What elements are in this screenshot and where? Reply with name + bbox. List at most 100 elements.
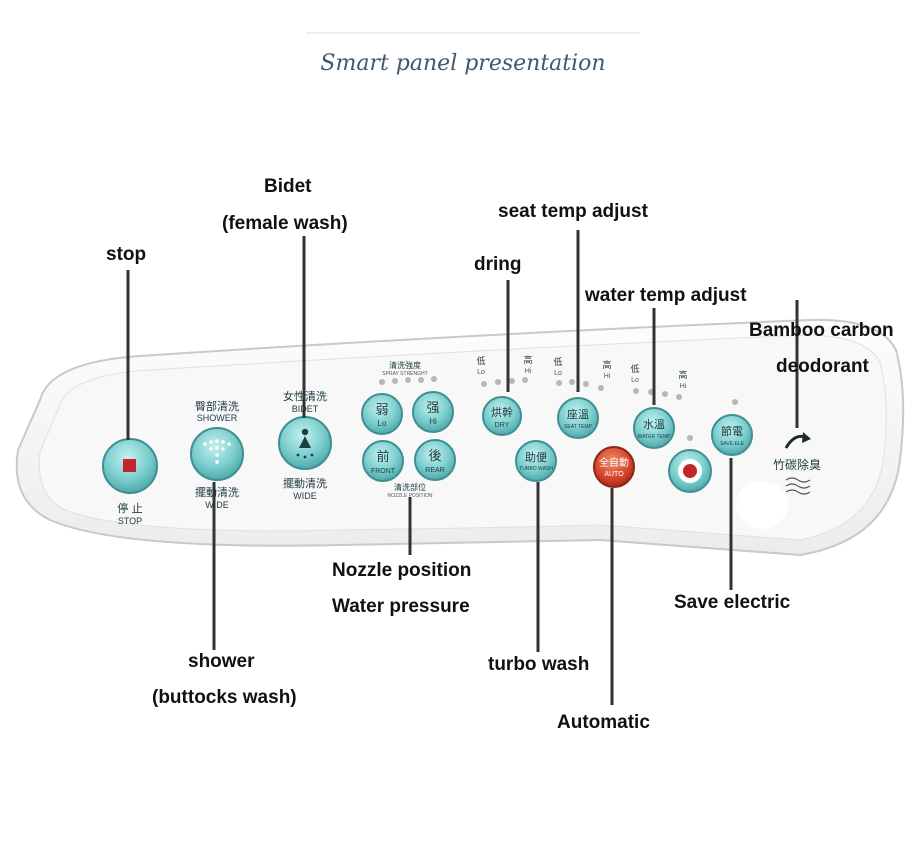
turbo-label-en: TURBO WASH bbox=[519, 466, 553, 472]
dry-level-dot-3 bbox=[509, 378, 515, 384]
callout-water-temp: water temp adjust bbox=[584, 285, 747, 306]
spray-level-dot-4 bbox=[418, 377, 424, 383]
dry-high-cn: 高 bbox=[523, 354, 532, 366]
callout-bidet-line1: Bidet bbox=[264, 176, 312, 197]
auto-button[interactable] bbox=[593, 446, 635, 488]
water-high-en: Hi bbox=[680, 383, 687, 390]
save-ele-button[interactable] bbox=[711, 414, 753, 456]
stop-button[interactable] bbox=[102, 438, 158, 494]
spray-level-dot-1 bbox=[379, 379, 385, 385]
dry-high-en: Hi bbox=[525, 368, 532, 375]
water-level-dot-4 bbox=[676, 394, 682, 400]
control-panel: 停 止 STOP 臀部清洗 SHOWER 擺動清洗 WIDE 女性清洗 BIDE… bbox=[15, 318, 905, 557]
callout-bamboo-line1: Bamboo carbon bbox=[749, 320, 894, 341]
dry-label-cn: 烘幹 bbox=[491, 405, 513, 419]
dry-low-en: Lo bbox=[477, 369, 485, 376]
rear-label-cn: 後 bbox=[428, 449, 441, 464]
seat-high-cn: 高 bbox=[602, 359, 611, 371]
save-ele-indicator-dot bbox=[732, 399, 738, 405]
water-high-cn: 高 bbox=[678, 369, 687, 381]
front-label-en: FRONT bbox=[371, 468, 396, 475]
record-indicator-dot bbox=[687, 435, 693, 441]
shower-label-en: SHOWER bbox=[197, 413, 238, 423]
stop-label-cn: 停 止 bbox=[117, 501, 143, 515]
turbo-wash-button[interactable] bbox=[515, 440, 557, 482]
callout-stop: stop bbox=[106, 244, 146, 265]
dry-level-dot-4 bbox=[522, 377, 528, 383]
water-level-dot-1 bbox=[633, 388, 639, 394]
auto-label-cn: 全自動 bbox=[599, 456, 629, 469]
callout-automatic: Automatic bbox=[557, 712, 650, 733]
seat-level-dot-4 bbox=[598, 385, 604, 391]
callout-turbo-wash: turbo wash bbox=[488, 654, 589, 675]
weak-label-en: Lo bbox=[378, 419, 387, 428]
deodorant-arrow-head-icon bbox=[802, 432, 811, 443]
page-title: Smart panel presentation bbox=[320, 51, 605, 76]
callout-nozzle-line1: Nozzle position bbox=[332, 560, 471, 581]
dry-level-dot-2 bbox=[495, 379, 501, 385]
water-temp-label-en: WATER TEMP bbox=[638, 434, 671, 440]
nozzle-front-button[interactable] bbox=[362, 440, 404, 482]
dry-label-en: DRY bbox=[495, 422, 510, 429]
auto-label-en: AUTO bbox=[604, 471, 624, 478]
deodorant-light-glow bbox=[736, 481, 788, 529]
callout-bidet-line2: (female wash) bbox=[222, 213, 348, 234]
nozzle-position-label-cn: 清洗部位 bbox=[394, 482, 426, 492]
record-center-icon bbox=[683, 464, 697, 478]
spray-strength-label-en: SPRAY STRENGHT bbox=[382, 371, 427, 377]
shower-spray-icon bbox=[203, 439, 231, 464]
save-ele-label-cn: 節電 bbox=[721, 424, 743, 438]
strong-label-cn: 强 bbox=[426, 401, 439, 416]
front-label-cn: 前 bbox=[376, 449, 389, 465]
stop-square-icon bbox=[123, 459, 136, 472]
strong-pressure-button[interactable] bbox=[412, 391, 454, 433]
panel-inner-face bbox=[38, 334, 887, 541]
save-ele-label-en: SAVE ELE bbox=[720, 441, 744, 447]
stop-label-en: STOP bbox=[118, 516, 142, 526]
weak-label-cn: 弱 bbox=[375, 403, 388, 418]
seat-temp-label-en: SEAT TEMP bbox=[564, 424, 592, 430]
shower-button[interactable] bbox=[190, 427, 244, 481]
deodorant-wave-icon bbox=[785, 477, 811, 495]
female-figure-icon bbox=[296, 428, 314, 459]
deodorant-label-cn: 竹碳除臭 bbox=[773, 457, 821, 472]
water-temp-button[interactable] bbox=[633, 407, 675, 449]
spray-level-dot-2 bbox=[392, 378, 398, 384]
seat-temp-button[interactable] bbox=[557, 397, 599, 439]
water-low-en: Lo bbox=[631, 377, 639, 384]
seat-temp-label-cn: 座溫 bbox=[567, 407, 589, 421]
shower-label-cn: 臀部清洗 bbox=[195, 399, 239, 413]
seat-low-en: Lo bbox=[554, 370, 562, 377]
spray-level-dot-5 bbox=[431, 376, 437, 382]
bidet-wide-label-en: WIDE bbox=[293, 491, 317, 501]
turbo-label-cn: 助便 bbox=[525, 450, 547, 464]
dry-level-dot-1 bbox=[481, 381, 487, 387]
dry-button[interactable] bbox=[482, 396, 522, 436]
bidet-button[interactable] bbox=[278, 416, 332, 470]
callout-drying: dring bbox=[474, 254, 522, 275]
water-low-cn: 低 bbox=[630, 363, 639, 375]
record-button[interactable] bbox=[668, 449, 712, 493]
dry-low-cn: 低 bbox=[476, 355, 485, 367]
seat-level-dot-1 bbox=[556, 380, 562, 386]
callout-seat-temp: seat temp adjust bbox=[498, 201, 649, 222]
spray-level-dot-3 bbox=[405, 377, 411, 383]
bidet-wide-label-cn: 擺動清洗 bbox=[283, 476, 327, 490]
nozzle-rear-button[interactable] bbox=[414, 439, 456, 481]
callout-bamboo-line2: deodorant bbox=[776, 356, 870, 377]
callout-nozzle-line2: Water pressure bbox=[332, 596, 470, 617]
shower-wide-label-en: WIDE bbox=[205, 500, 229, 510]
callout-shower-line1: shower bbox=[188, 651, 255, 672]
water-temp-label-cn: 水溫 bbox=[643, 417, 665, 431]
callout-shower-line2: (buttocks wash) bbox=[152, 687, 297, 708]
callout-save-electric: Save electric bbox=[674, 592, 791, 613]
weak-pressure-button[interactable] bbox=[361, 393, 403, 435]
rear-label-en: REAR bbox=[425, 467, 444, 474]
seat-low-cn: 低 bbox=[553, 356, 562, 368]
nozzle-position-label-en: NOZZLE POSITION bbox=[387, 493, 432, 499]
spray-strength-label-cn: 清洗強度 bbox=[389, 360, 421, 370]
leader-lines bbox=[126, 230, 799, 705]
shower-wide-label-cn: 擺動清洗 bbox=[195, 485, 239, 499]
seat-level-dot-3 bbox=[583, 381, 589, 387]
